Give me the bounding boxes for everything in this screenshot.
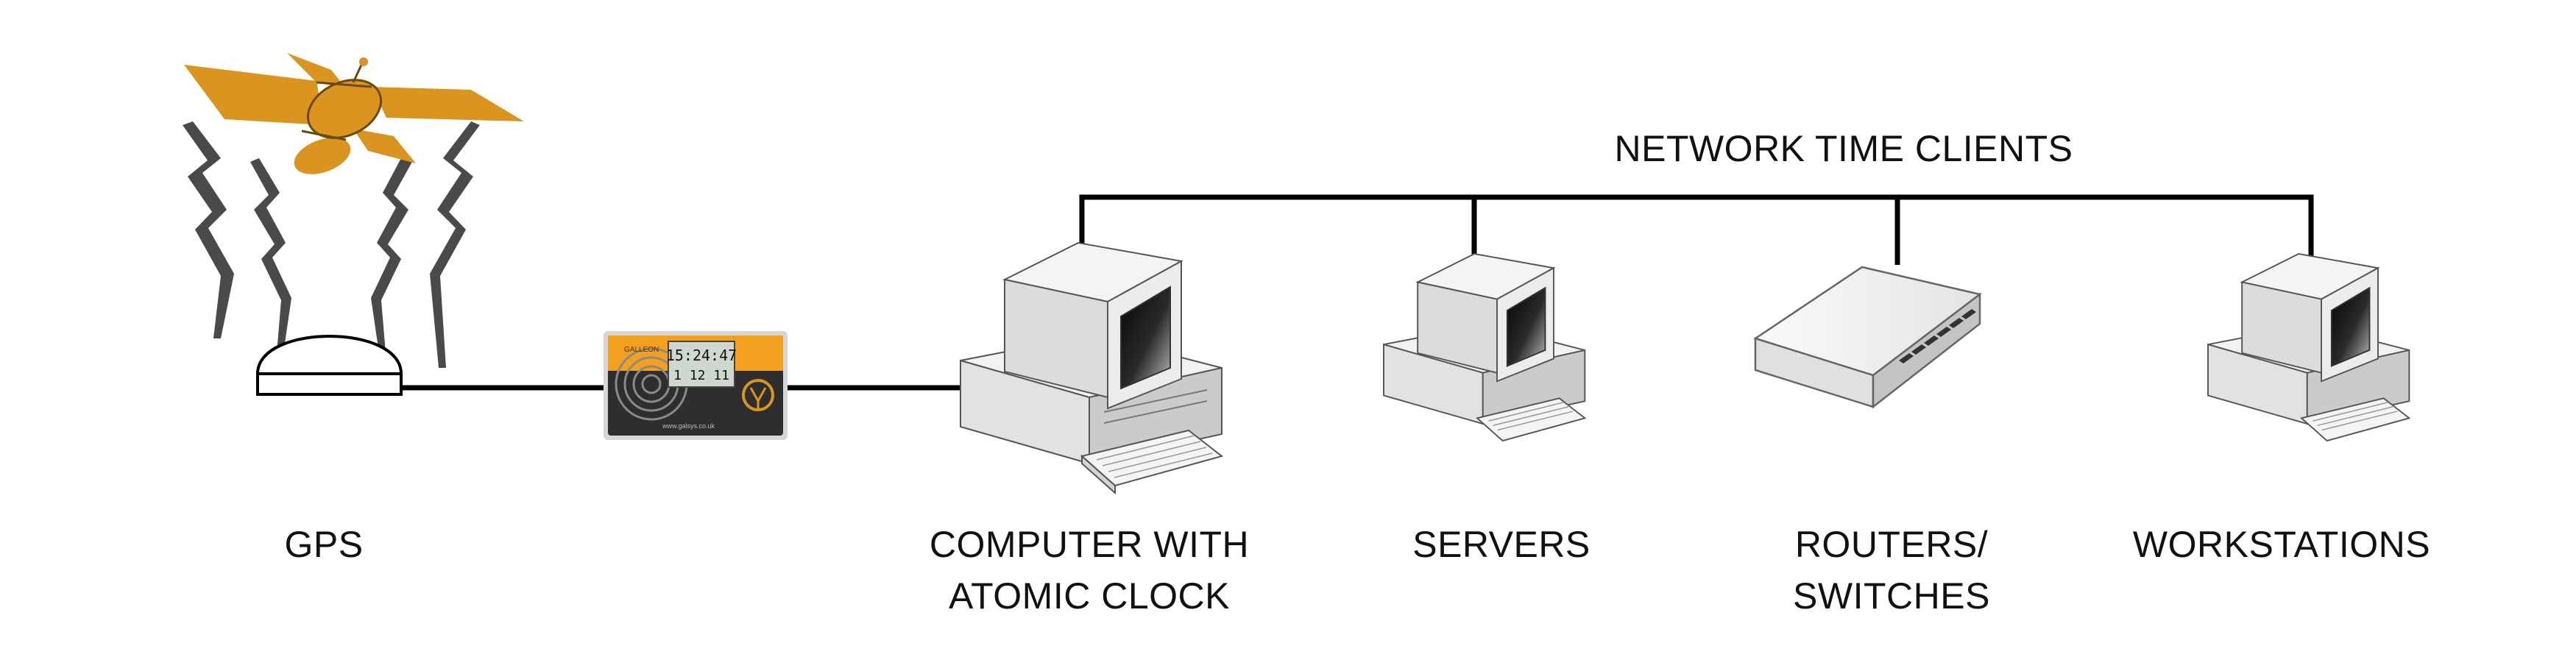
workstation-computer-icon [2207, 252, 2411, 442]
workstations-label: WORKSTATIONS [2132, 524, 2431, 565]
signal-bolt-icon [250, 158, 291, 353]
gps-label: GPS [284, 524, 364, 565]
lcd-time: 15:24:47 [666, 347, 737, 364]
signal-bolt-icon [371, 158, 412, 353]
server-computer-icon [1383, 252, 1587, 442]
routers-label-line2: SWITCHES [1793, 575, 1990, 617]
satellite-body [308, 79, 381, 138]
device-url: www.galsys.co.uk [662, 422, 715, 430]
servers-label: SERVERS [1412, 524, 1590, 565]
satellite-dish [294, 138, 351, 174]
routers-label-line1: ROUTERS/ [1794, 524, 1989, 565]
gps-signal-waves [183, 121, 480, 368]
connection-lines [401, 194, 2314, 391]
signal-bolt-icon [183, 121, 234, 338]
router-switch-icon [1753, 266, 1982, 409]
satellite-solar-panel-right [372, 87, 524, 121]
device-logo-icon [742, 379, 774, 411]
lcd-date: 1 12 11 [673, 368, 729, 383]
satellite-solar-panel-bottom [353, 129, 416, 163]
network-bus-line [1079, 194, 2314, 259]
lcd-display [668, 341, 735, 388]
computer-label-line2: ATOMIC CLOCK [949, 575, 1230, 617]
satellite-solar-panel-top [287, 53, 346, 88]
device-brand: GALLEON [624, 346, 659, 354]
gps-antenna-icon [255, 335, 403, 396]
router-port-icons [1899, 309, 1976, 363]
signal-bolt-icon [430, 121, 480, 368]
gps-satellite-icon [184, 53, 524, 174]
satellite-solar-panel-left [184, 65, 324, 125]
network-time-clients-title: NETWORK TIME CLIENTS [1614, 128, 2073, 169]
computer-label-line1: COMPUTER WITH [929, 524, 1250, 565]
atomic-clock-device: 15:24:47 1 12 11 GALLEON www.galsys.co.u… [604, 331, 788, 440]
computer-with-atomic-clock-icon [960, 241, 1224, 495]
